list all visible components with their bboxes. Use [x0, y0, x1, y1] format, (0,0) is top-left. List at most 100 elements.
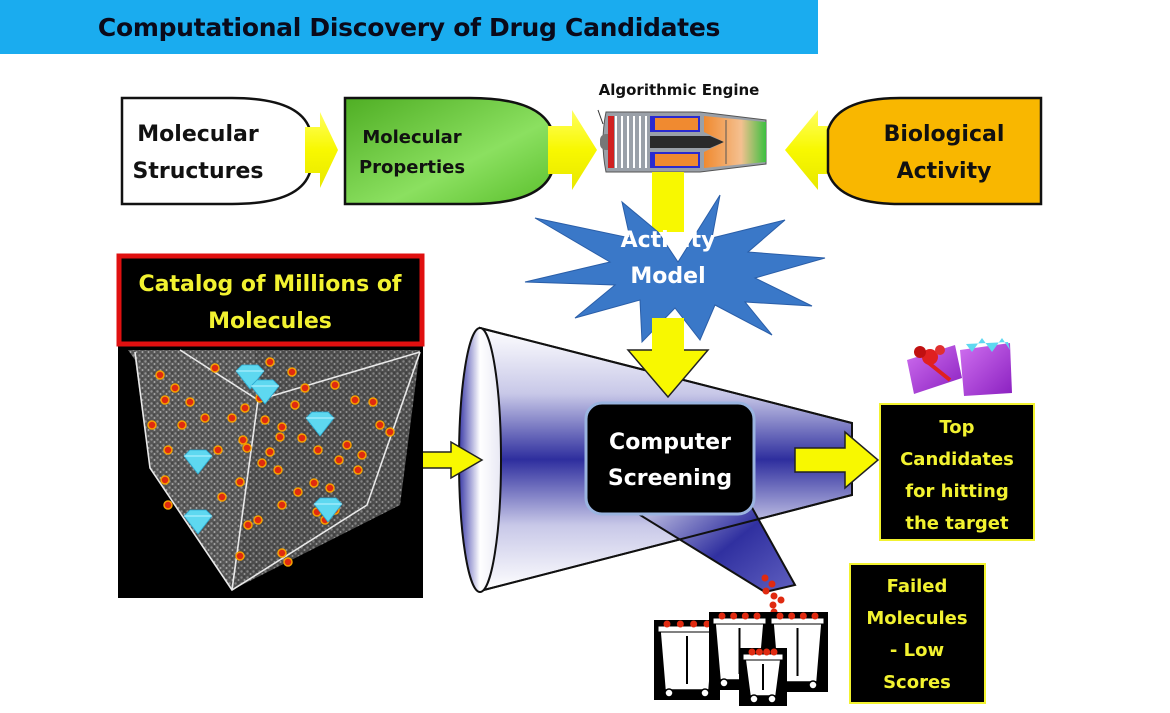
label-line-2: Model: [630, 264, 705, 289]
molecule-dot: [690, 620, 698, 628]
catalog-label-line2: Molecules: [208, 309, 332, 334]
molecule-dot: [160, 395, 170, 405]
molecular-structures-shape: [120, 96, 312, 206]
screening-label-line1: Computer: [609, 430, 731, 455]
label-line-1: Molecular: [362, 127, 461, 148]
top-candidates-box: [879, 403, 1035, 541]
diamond-icon: [235, 364, 265, 390]
molecule-dot: [353, 465, 363, 475]
molecule-dot: [334, 455, 344, 465]
molecule-dot: [253, 515, 263, 525]
molecule-dot: [293, 487, 303, 497]
molecule-dot: [213, 445, 223, 455]
top-candidates-line2: Candidates: [900, 449, 1014, 470]
biological-activity-shape: [826, 96, 1043, 206]
screening-label-line2: Screening: [608, 466, 732, 491]
diamond-icon: [183, 449, 213, 475]
molecule-dot: [763, 648, 771, 656]
molecule-dot: [283, 557, 293, 567]
diamond-icon: [305, 411, 335, 437]
molecule-dot: [730, 612, 738, 620]
molecule-dot: [275, 432, 285, 442]
arrow-engine-to-model-shaft: [652, 172, 684, 232]
molecule-dot: [277, 422, 287, 432]
catalog-label-line1: Catalog of Millions of: [138, 272, 401, 297]
top-candidates-line1: Top: [939, 417, 974, 438]
catalog-label-box: [116, 253, 425, 347]
molecule-dot: [240, 403, 250, 413]
molecule-dot: [755, 648, 763, 656]
molecule-dot: [357, 450, 367, 460]
failed-molecules-box: [849, 563, 986, 704]
starburst-icon: [524, 194, 826, 344]
diamond-icon: [183, 509, 213, 535]
molecule-dot: [210, 363, 220, 373]
molecule-dot: [163, 445, 173, 455]
molecule-dot: [368, 397, 378, 407]
molecule-dot: [185, 397, 195, 407]
molecule-dot: [313, 445, 323, 455]
label-line-2: Structures: [133, 159, 264, 184]
trash-bin-icons: [654, 612, 828, 706]
molecule-dot: [799, 612, 807, 620]
molecule-dot: [200, 413, 210, 423]
arrow-structures-to-properties: [305, 112, 338, 188]
molecule-dot: [375, 420, 385, 430]
molecule-dot: [277, 548, 287, 558]
label-line-1: Molecular: [137, 122, 259, 147]
label-line-2: Properties: [359, 157, 465, 178]
failed-line4: Scores: [883, 672, 951, 693]
molecule-dot: [350, 395, 360, 405]
molecule-dot: [753, 612, 761, 620]
diamond-icons: [183, 364, 343, 535]
molecular-properties-shape: [343, 96, 554, 206]
title-banner: Computational Discovery of Drug Candidat…: [0, 0, 818, 54]
molecule-dot: [277, 500, 287, 510]
molecule-dot: [155, 370, 165, 380]
molecule-dot: [235, 477, 245, 487]
molecule-dot: [257, 458, 267, 468]
molecule-dot: [309, 478, 319, 488]
jet-engine-icon: [597, 109, 767, 173]
label-line-2: Activity: [897, 159, 992, 184]
arrow-properties-to-engine: [548, 110, 597, 190]
molecule-dot: [718, 612, 726, 620]
failed-line2: Molecules: [866, 608, 967, 629]
molecule-dot: [287, 367, 297, 377]
molecule-dot: [217, 492, 227, 502]
molecule-dot: [300, 383, 310, 393]
molecule-dot: [273, 465, 283, 475]
trash-bin-icon: [739, 648, 787, 706]
molecule-dot: [177, 420, 187, 430]
molecule-dot: [163, 500, 173, 510]
molecule-dot: [703, 620, 711, 628]
molecule-dot: [342, 440, 352, 450]
molecule-dot: [265, 357, 275, 367]
molecule-dot: [242, 443, 252, 453]
failed-line1: Failed: [887, 576, 948, 597]
label-line-1: Activity: [621, 228, 716, 253]
failed-line3: - Low: [890, 640, 944, 661]
diamond-icon: [313, 497, 343, 523]
page-title: Computational Discovery of Drug Candidat…: [97, 12, 721, 42]
molecule-dot: [265, 447, 275, 457]
molecule-dot: [770, 648, 778, 656]
top-candidates-line4: the target: [905, 513, 1009, 534]
molecule-dot: [170, 383, 180, 393]
arrow-screening-to-candidates: [794, 430, 880, 490]
molecule-dot: [748, 648, 756, 656]
molecule-cube: [128, 349, 421, 592]
gift-box-icon: [907, 338, 1012, 396]
computer-screening-box: [584, 401, 756, 516]
molecule-dot: [227, 413, 237, 423]
molecule-dot: [235, 551, 245, 561]
algorithmic-engine-label: Algorithmic Engine: [599, 81, 760, 99]
molecule-dot: [238, 435, 248, 445]
molecule-dot: [290, 400, 300, 410]
molecule-dot: [243, 520, 253, 530]
molecule-dot: [676, 620, 684, 628]
